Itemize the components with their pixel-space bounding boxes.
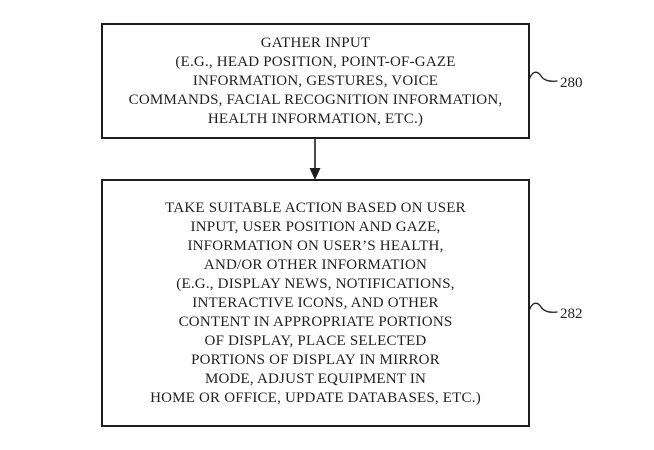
box-text-line: CONTENT IN APPROPRIATE PORTIONS: [178, 313, 453, 330]
reference-numeral: 280: [560, 75, 583, 91]
box-text-line: HEALTH INFORMATION, ETC.): [207, 110, 424, 127]
box-text-line: MODE, ADJUST EQUIPMENT IN: [204, 370, 427, 387]
box-text-line: INFORMATION ON USER’S HEALTH,: [187, 237, 444, 254]
box-text-line: (E.G., DISPLAY NEWS, NOTIFICATIONS,: [176, 275, 455, 292]
squiggle-leader-icon: [528, 302, 558, 313]
box-text-line: OF DISPLAY, PLACE SELECTED: [204, 332, 427, 349]
box-text-line: HOME OR OFFICE, UPDATE DATABASES, ETC.): [150, 389, 481, 406]
box-text-line: INPUT, USER POSITION AND GAZE,: [190, 218, 441, 235]
process-box-take-action: TAKE SUITABLE ACTION BASED ON USER INPUT…: [101, 179, 530, 427]
box-text-line: AND/OR OTHER INFORMATION: [203, 256, 428, 273]
reference-282: 282: [528, 299, 583, 323]
box-text-line: TAKE SUITABLE ACTION BASED ON USER: [165, 199, 466, 216]
box-text-line: (E.G., HEAD POSITION, POINT-OF-GAZE: [175, 53, 456, 70]
box-text-line: INFORMATION, GESTURES, VOICE: [192, 72, 439, 89]
flow-arrow-icon: [305, 139, 325, 180]
process-box-gather-input: GATHER INPUT (E.G., HEAD POSITION, POINT…: [101, 23, 530, 139]
reference-numeral: 282: [560, 306, 583, 322]
box-text-line: INTERACTIVE ICONS, AND OTHER: [192, 294, 439, 311]
box-text-line: PORTIONS OF DISPLAY IN MIRROR: [191, 351, 440, 368]
squiggle-leader-icon: [528, 71, 558, 82]
box-text-line: COMMANDS, FACIAL RECOGNITION INFORMATION…: [128, 91, 503, 108]
box-text-line: GATHER INPUT: [260, 34, 371, 51]
reference-280: 280: [528, 68, 583, 92]
